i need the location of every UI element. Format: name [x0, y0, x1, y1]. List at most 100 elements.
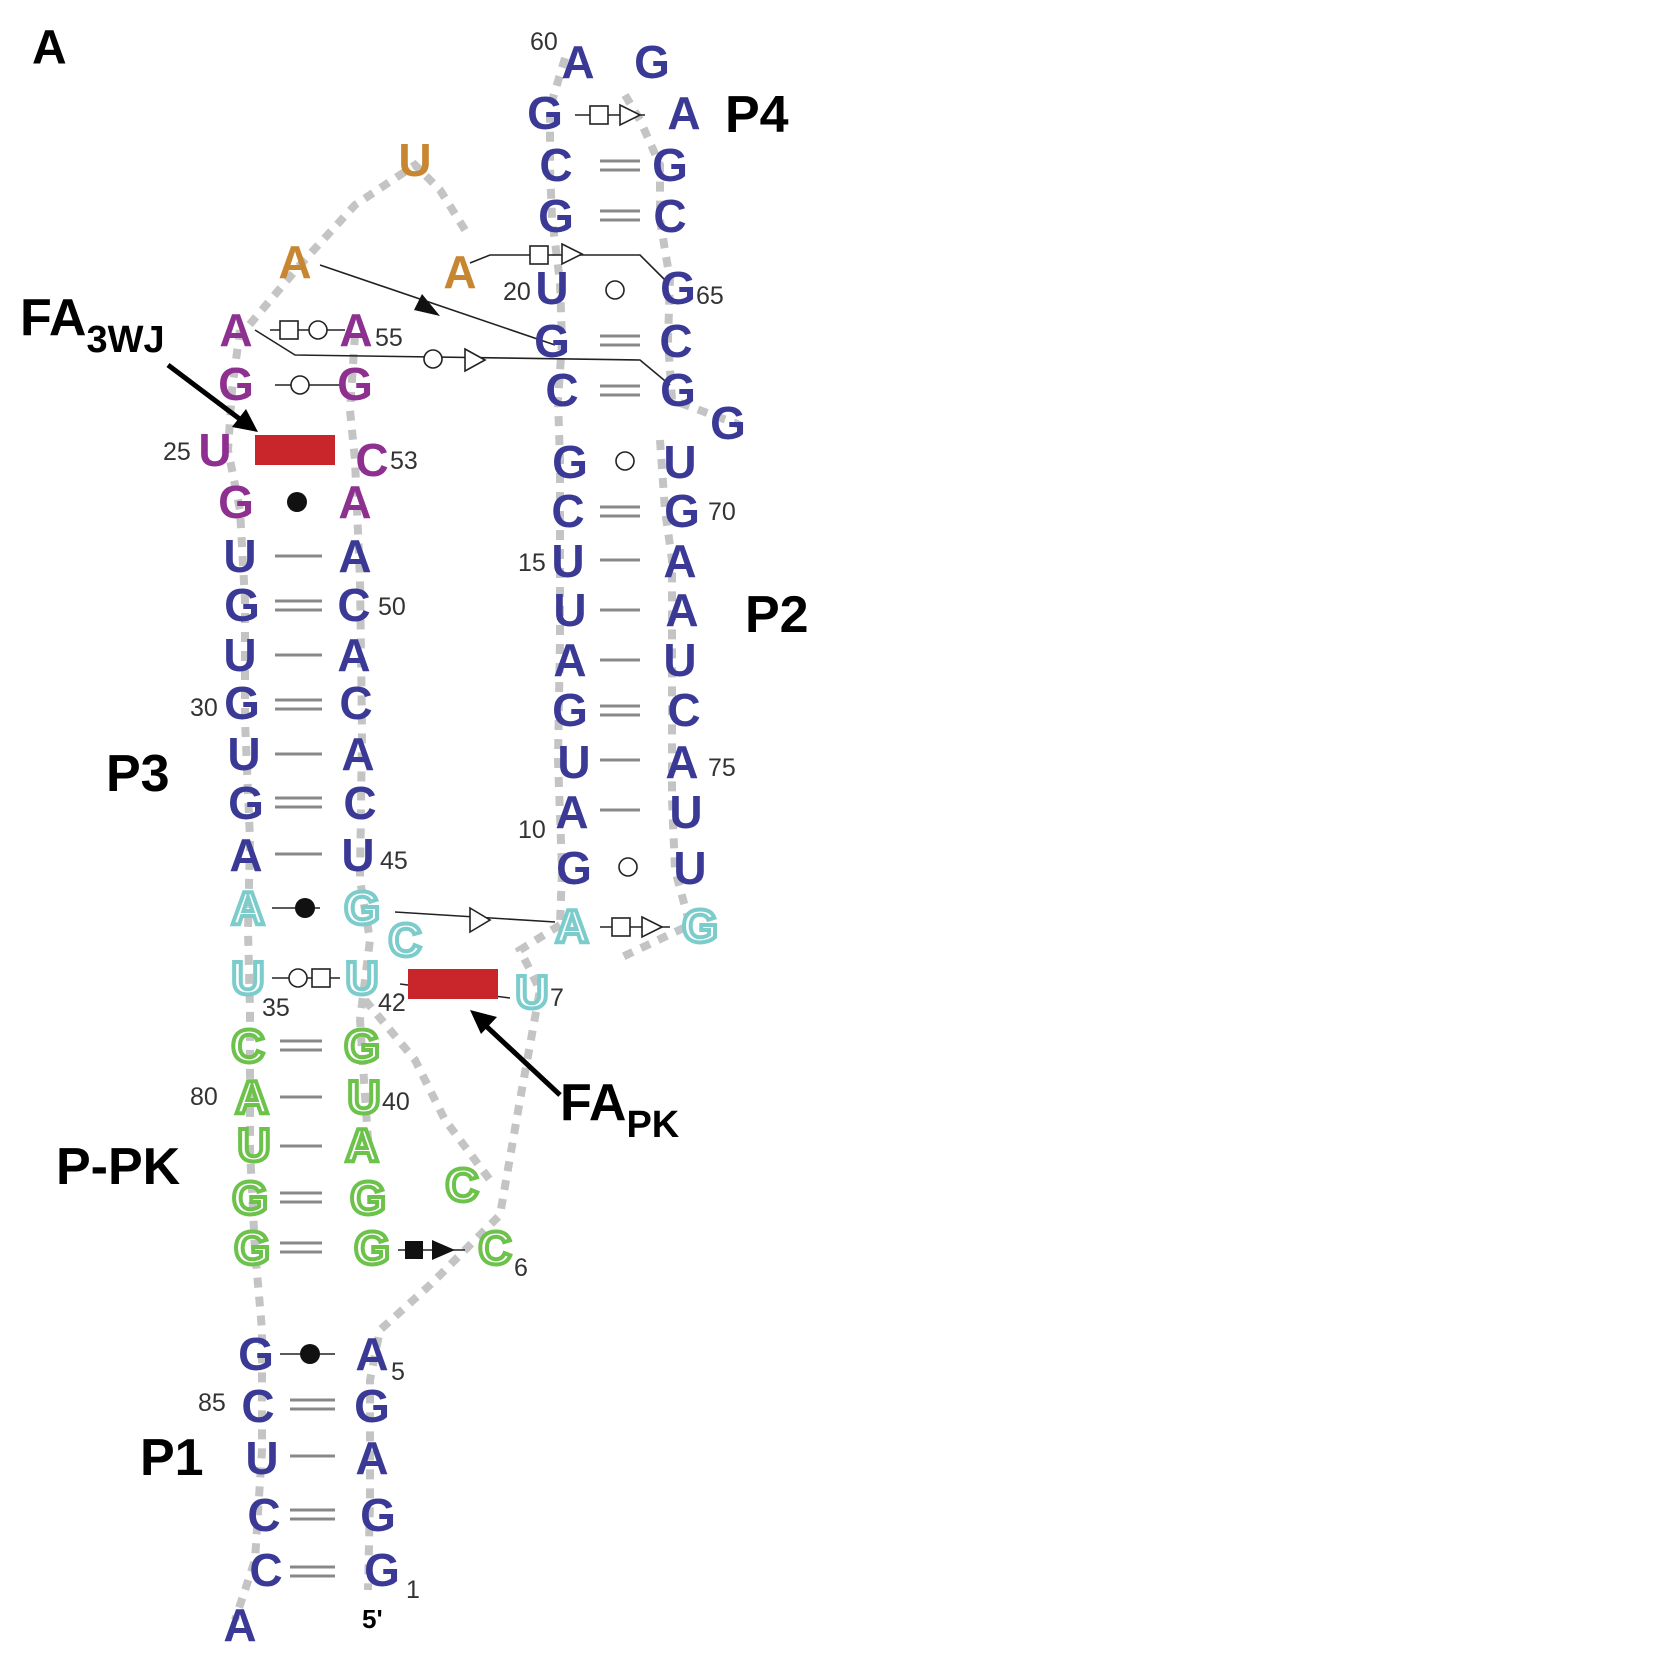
fapk-label: FAPK [560, 1074, 680, 1146]
residue-number-65: 65 [696, 282, 724, 310]
nucleotide-g: G [218, 358, 254, 410]
nucleotide-g: G [534, 315, 570, 367]
nucleotide-g: G [652, 139, 688, 191]
nucleotide-a: A [553, 634, 586, 686]
nucleotide-u: U [669, 786, 702, 838]
helix-label-p1: P1 [140, 1429, 204, 1487]
nucleotide-g: G [664, 485, 700, 537]
nucleotide-g: G [354, 1380, 390, 1432]
residue-number-20: 20 [503, 278, 531, 306]
residue-number-50: 50 [378, 593, 406, 621]
annotation-arrows [166, 363, 562, 1097]
nucleotide-g: G [224, 579, 260, 631]
nucleotide-a: A [338, 530, 371, 582]
nucleotide-a: A [278, 236, 311, 288]
fapk-label-sub: PK [626, 1104, 679, 1146]
nucleotide-c: C [231, 1020, 264, 1072]
nucleotide-a: A [355, 1432, 388, 1484]
nucleotide-u: U [515, 966, 548, 1018]
nucleotide-a: A [223, 1599, 256, 1651]
nucleotide-a: A [443, 246, 476, 298]
nucleotide-g: G [552, 436, 588, 488]
nucleotide-g: G [350, 1172, 386, 1224]
nucleotide-a: A [667, 87, 700, 139]
nucleotide-g: G [364, 1544, 400, 1596]
helix-label-p2: P2 [745, 586, 809, 644]
nucleotide-g: G [682, 900, 718, 952]
nucleotide-c: C [653, 190, 686, 242]
nucleotide-a: A [338, 476, 371, 528]
nucleotide-u: U [347, 1071, 380, 1123]
nucleotide-u: U [557, 736, 590, 788]
nucleotide-g: G [224, 677, 260, 729]
nucleotide-g: G [218, 476, 254, 528]
nucleotide-u: U [398, 134, 431, 186]
nucleotide-u: U [245, 1432, 278, 1484]
nucleotide-a: A [345, 1119, 378, 1171]
residue-number-30: 30 [190, 694, 218, 722]
residue-number-40: 40 [382, 1088, 410, 1116]
nucleotide-u: U [663, 634, 696, 686]
nucleotide-g: G [538, 190, 574, 242]
panel-label: A [32, 22, 67, 75]
fa3wj-label-sub: 3WJ [86, 319, 164, 361]
nucleotide-a: A [337, 629, 370, 681]
nucleotide-c: C [355, 434, 388, 486]
residue-number-5: 5 [391, 1358, 405, 1386]
nucleotide-c: C [445, 1159, 478, 1211]
nucleotide-g: G [344, 1020, 380, 1072]
nucleotide-a: A [561, 36, 594, 88]
residue-number-53: 53 [390, 447, 418, 475]
nucleotide-g: G [234, 1222, 270, 1274]
nucleotide-a: A [231, 882, 264, 934]
nucleotide-c: C [659, 315, 692, 367]
fa3wj-red-block [255, 435, 335, 465]
nucleotide-g: G [337, 358, 373, 410]
nucleotide-c: C [545, 364, 578, 416]
nucleotide-a: A [665, 736, 698, 788]
helix-label-p3: P3 [106, 745, 170, 803]
fapk-red-block [408, 969, 498, 999]
nucleotide-g: G [238, 1328, 274, 1380]
nucleotide-a: A [555, 900, 588, 952]
residue-number-42: 42 [378, 989, 406, 1017]
residue-number-15: 15 [518, 549, 546, 577]
nucleotide-g: G [710, 397, 746, 449]
nucleotide-g: G [634, 36, 670, 88]
nucleotide-a: A [355, 1328, 388, 1380]
basepair-bars [275, 159, 640, 1578]
nucleotide-u: U [345, 952, 378, 1004]
nucleotide-u: U [223, 629, 256, 681]
nucleotide-g: G [232, 1172, 268, 1224]
nucleotide-g: G [527, 87, 563, 139]
nucleotide-c: C [551, 485, 584, 537]
fa3wj-label: FA3WJ [20, 289, 165, 361]
nucleotide-c: C [388, 914, 421, 966]
nucleotide-u: U [535, 262, 568, 314]
nucleotide-c: C [337, 579, 370, 631]
residue-number-25: 25 [163, 438, 191, 466]
nucleotide-g: G [552, 684, 588, 736]
nucleotide-u: U [198, 424, 231, 476]
residue-number-80: 80 [190, 1083, 218, 1111]
residue-number-6: 6 [514, 1254, 528, 1282]
nucleotide-u: U [227, 728, 260, 780]
nucleotide-c: C [478, 1222, 511, 1274]
nucleotide-c: C [247, 1489, 280, 1541]
nucleotide-u: U [341, 829, 374, 881]
nucleotide-c: C [539, 139, 572, 191]
nucleotide-g: G [660, 364, 696, 416]
nucleotide-u: U [237, 1119, 270, 1171]
nucleotide-a: A [339, 304, 372, 356]
residue-number-55: 55 [375, 324, 403, 352]
nucleotide-u: U [673, 842, 706, 894]
nucleotide-a: A [235, 1071, 268, 1123]
nucleotide-a: A [219, 304, 252, 356]
nucleotide-g: G [228, 777, 264, 829]
residue-number-70: 70 [708, 498, 736, 526]
nucleotide-c: C [249, 1544, 282, 1596]
nucleotide-g: G [344, 882, 380, 934]
